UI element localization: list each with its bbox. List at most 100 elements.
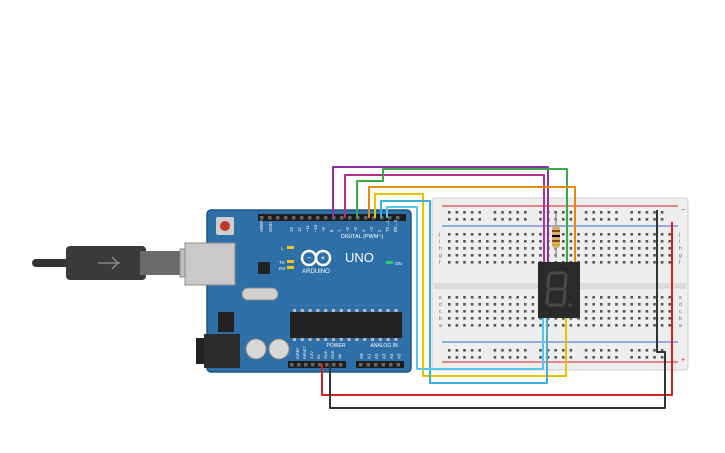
breadboard-hole[interactable] [508, 324, 512, 327]
breadboard-hole[interactable] [516, 233, 519, 236]
breadboard-hole[interactable] [607, 303, 611, 306]
breadboard-hole[interactable] [562, 349, 565, 352]
breadboard-hole[interactable] [584, 310, 588, 313]
breadboard-hole[interactable] [592, 254, 595, 257]
breadboard-hole[interactable] [584, 254, 588, 257]
header-hole[interactable] [359, 363, 363, 367]
breadboard-hole[interactable] [448, 349, 451, 352]
breadboard-hole[interactable] [470, 324, 474, 327]
breadboard-hole[interactable] [478, 254, 481, 257]
breadboard-hole[interactable] [653, 303, 656, 306]
breadboard-hole[interactable] [478, 296, 481, 299]
breadboard-hole[interactable] [539, 356, 542, 359]
breadboard-hole[interactable] [493, 349, 497, 352]
breadboard-hole[interactable] [653, 254, 656, 257]
header-hole[interactable] [292, 216, 296, 220]
header-hole[interactable] [339, 363, 343, 367]
header-hole[interactable] [284, 216, 288, 220]
breadboard-hole[interactable] [615, 233, 618, 236]
breadboard-hole[interactable] [470, 261, 474, 264]
breadboard-hole[interactable] [607, 240, 611, 243]
breadboard-hole[interactable] [486, 233, 489, 236]
breadboard-hole[interactable] [508, 317, 512, 320]
breadboard-hole[interactable] [448, 261, 451, 264]
breadboard-hole[interactable] [463, 349, 466, 352]
breadboard-hole[interactable] [607, 211, 611, 214]
breadboard-hole[interactable] [531, 247, 535, 250]
breadboard-hole[interactable] [486, 240, 489, 243]
breadboard-hole[interactable] [455, 296, 459, 299]
breadboard-hole[interactable] [516, 310, 519, 313]
breadboard-hole[interactable] [448, 254, 451, 257]
breadboard-hole[interactable] [630, 349, 633, 352]
breadboard-hole[interactable] [531, 324, 535, 327]
breadboard-hole[interactable] [531, 233, 535, 236]
breadboard-hole[interactable] [638, 211, 641, 214]
breadboard-hole[interactable] [463, 356, 466, 359]
breadboard-hole[interactable] [516, 317, 519, 320]
header-hole[interactable] [290, 363, 294, 367]
breadboard-hole[interactable] [630, 303, 633, 306]
breadboard-hole[interactable] [493, 310, 497, 313]
breadboard-hole[interactable] [569, 240, 573, 243]
breadboard-hole[interactable] [516, 240, 519, 243]
breadboard-hole[interactable] [516, 211, 519, 214]
breadboard-hole[interactable] [562, 356, 565, 359]
breadboard-hole[interactable] [653, 211, 656, 214]
breadboard-hole[interactable] [607, 317, 611, 320]
breadboard-hole[interactable] [630, 310, 633, 313]
breadboard-hole[interactable] [569, 233, 573, 236]
breadboard-hole[interactable] [539, 211, 542, 214]
breadboard-hole[interactable] [638, 261, 641, 264]
breadboard-hole[interactable] [516, 218, 519, 221]
breadboard-hole[interactable] [463, 233, 466, 236]
breadboard-hole[interactable] [622, 233, 626, 236]
breadboard-hole[interactable] [607, 247, 611, 250]
wire-cyan[interactable] [386, 206, 544, 370]
breadboard-hole[interactable] [569, 218, 573, 221]
breadboard-hole[interactable] [584, 317, 588, 320]
breadboard-hole[interactable] [630, 218, 633, 221]
breadboard-hole[interactable] [508, 218, 512, 221]
breadboard-hole[interactable] [455, 261, 459, 264]
breadboard-hole[interactable] [531, 261, 535, 264]
breadboard-hole[interactable] [607, 218, 611, 221]
breadboard-hole[interactable] [486, 254, 489, 257]
breadboard-hole[interactable] [645, 310, 649, 313]
breadboard-hole[interactable] [455, 233, 459, 236]
breadboard-hole[interactable] [615, 349, 618, 352]
breadboard-hole[interactable] [660, 254, 664, 257]
breadboard-hole[interactable] [584, 218, 588, 221]
wire-purple[interactable] [332, 166, 549, 262]
breadboard-hole[interactable] [660, 317, 664, 320]
header-hole[interactable] [318, 363, 322, 367]
breadboard-hole[interactable] [638, 218, 641, 221]
header-hole[interactable] [396, 363, 401, 367]
breadboard-hole[interactable] [600, 356, 603, 359]
header-hole[interactable] [276, 216, 280, 220]
breadboard-hole[interactable] [463, 211, 466, 214]
breadboard-hole[interactable] [660, 233, 664, 236]
breadboard-hole[interactable] [478, 247, 481, 250]
breadboard-hole[interactable] [660, 247, 664, 250]
breadboard-hole[interactable] [539, 317, 542, 320]
breadboard-hole[interactable] [493, 261, 497, 264]
breadboard-hole[interactable] [660, 303, 664, 306]
breadboard-hole[interactable] [448, 310, 451, 313]
header-hole[interactable] [308, 216, 312, 220]
breadboard-hole[interactable] [539, 240, 542, 243]
breadboard-hole[interactable] [615, 240, 618, 243]
breadboard-hole[interactable] [463, 296, 466, 299]
breadboard-hole[interactable] [539, 233, 542, 236]
breadboard-hole[interactable] [607, 296, 611, 299]
breadboard-hole[interactable] [478, 261, 481, 264]
breadboard-hole[interactable] [600, 303, 603, 306]
breadboard-hole[interactable] [470, 356, 474, 359]
breadboard-hole[interactable] [486, 317, 489, 320]
breadboard-hole[interactable] [546, 317, 550, 320]
breadboard-hole[interactable] [622, 254, 626, 257]
breadboard-hole[interactable] [630, 254, 633, 257]
breadboard-hole[interactable] [645, 324, 649, 327]
breadboard-hole[interactable] [448, 247, 451, 250]
breadboard-hole[interactable] [493, 296, 497, 299]
